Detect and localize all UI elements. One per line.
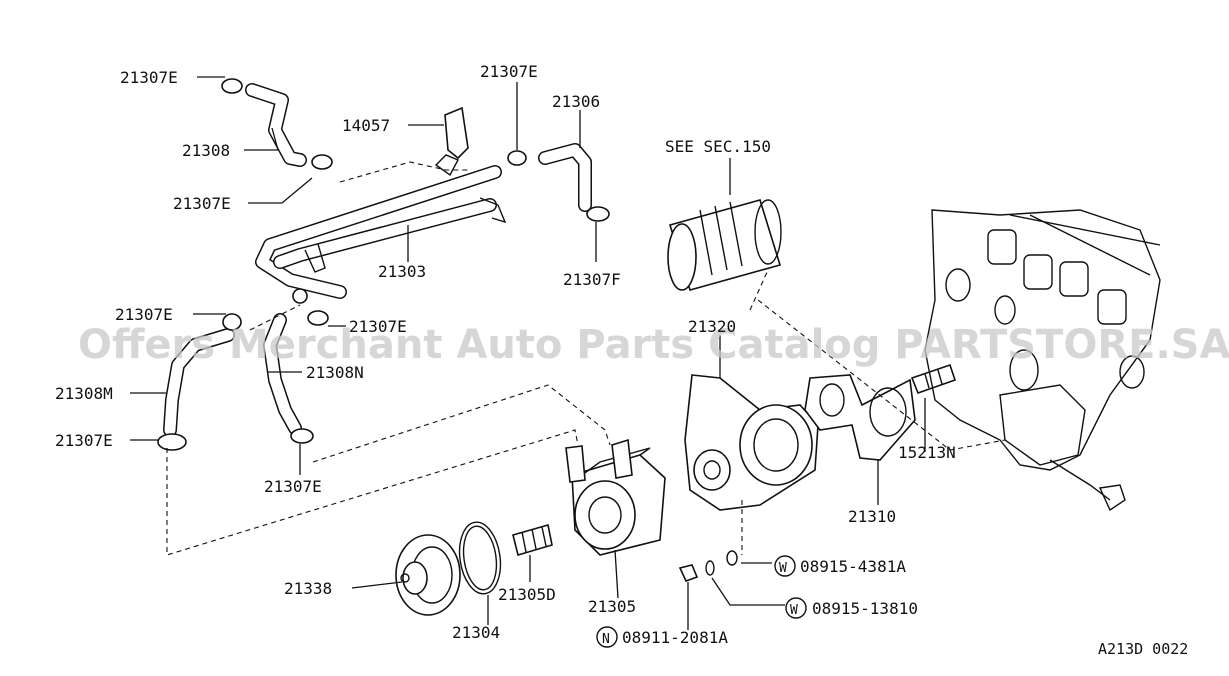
label-21338: 21338 [284, 579, 332, 598]
label-21307e-top-center: 21307E [480, 62, 538, 81]
label-21305: 21305 [588, 597, 636, 616]
label-21307e-bottom-center: 21307E [264, 477, 322, 496]
svg-text:08915-4381A: 08915-4381A [800, 557, 906, 576]
hose-21308n [263, 313, 302, 435]
svg-text:W: W [779, 561, 787, 576]
svg-text:08915-13810: 08915-13810 [812, 599, 918, 618]
svg-text:W: W [790, 603, 798, 618]
watermark: Offers Merchant Auto Parts Catalog PARTS… [78, 322, 1229, 368]
clamps [157, 78, 610, 451]
label-21307e-mid-left: 21307E [173, 194, 231, 213]
label-21307e-top-left: 21307E [120, 68, 178, 87]
diagram-code: A213D 0022 [1098, 640, 1188, 658]
o-ring-21304 [458, 521, 502, 595]
label-21304: 21304 [452, 623, 500, 642]
label-21307e-left-center: 21307E [349, 317, 407, 336]
hose-21308m [163, 328, 235, 437]
connector-21305d [512, 523, 553, 557]
label-see-sec-150: SEE SEC.150 [665, 137, 771, 156]
callout-washer-08915-13810: W 08915-13810 [785, 597, 918, 619]
label-21306: 21306 [552, 92, 600, 111]
label-21310: 21310 [848, 507, 896, 526]
hose-21306 [538, 143, 592, 212]
clip-14057 [434, 106, 469, 177]
leader-lines [130, 76, 926, 630]
hose-21308 [245, 83, 307, 167]
label-21303: 21303 [378, 262, 426, 281]
label-21320: 21320 [688, 317, 736, 336]
label-21307e-left-lower: 21307E [55, 431, 113, 450]
label-21308n: 21308N [306, 363, 364, 382]
housing-21320 [684, 374, 819, 511]
label-21305d: 21305D [498, 585, 556, 604]
fitting-15213n [910, 363, 957, 395]
pipe-21303 [255, 165, 507, 299]
water-pump-pulley-21338 [395, 534, 461, 616]
callout-washer-08915-4381a: W 08915-4381A [774, 555, 906, 577]
label-14057: 14057 [342, 116, 390, 135]
label-21307e-left-upper: 21307E [115, 305, 173, 324]
label-21307f: 21307F [563, 270, 621, 289]
label-15213n: 15213N [898, 443, 956, 462]
oil-filter [667, 199, 782, 291]
label-21308m: 21308M [55, 384, 113, 403]
svg-text:08911-2081A: 08911-2081A [622, 628, 728, 647]
hardware [678, 550, 738, 583]
guide-lines [166, 161, 1006, 556]
callout-nut-08911-2081a: N 08911-2081A [596, 626, 728, 648]
oil-cooler-21305 [565, 438, 666, 556]
label-21308: 21308 [182, 141, 230, 160]
gasket-21310 [804, 374, 916, 461]
svg-text:N: N [602, 632, 610, 647]
